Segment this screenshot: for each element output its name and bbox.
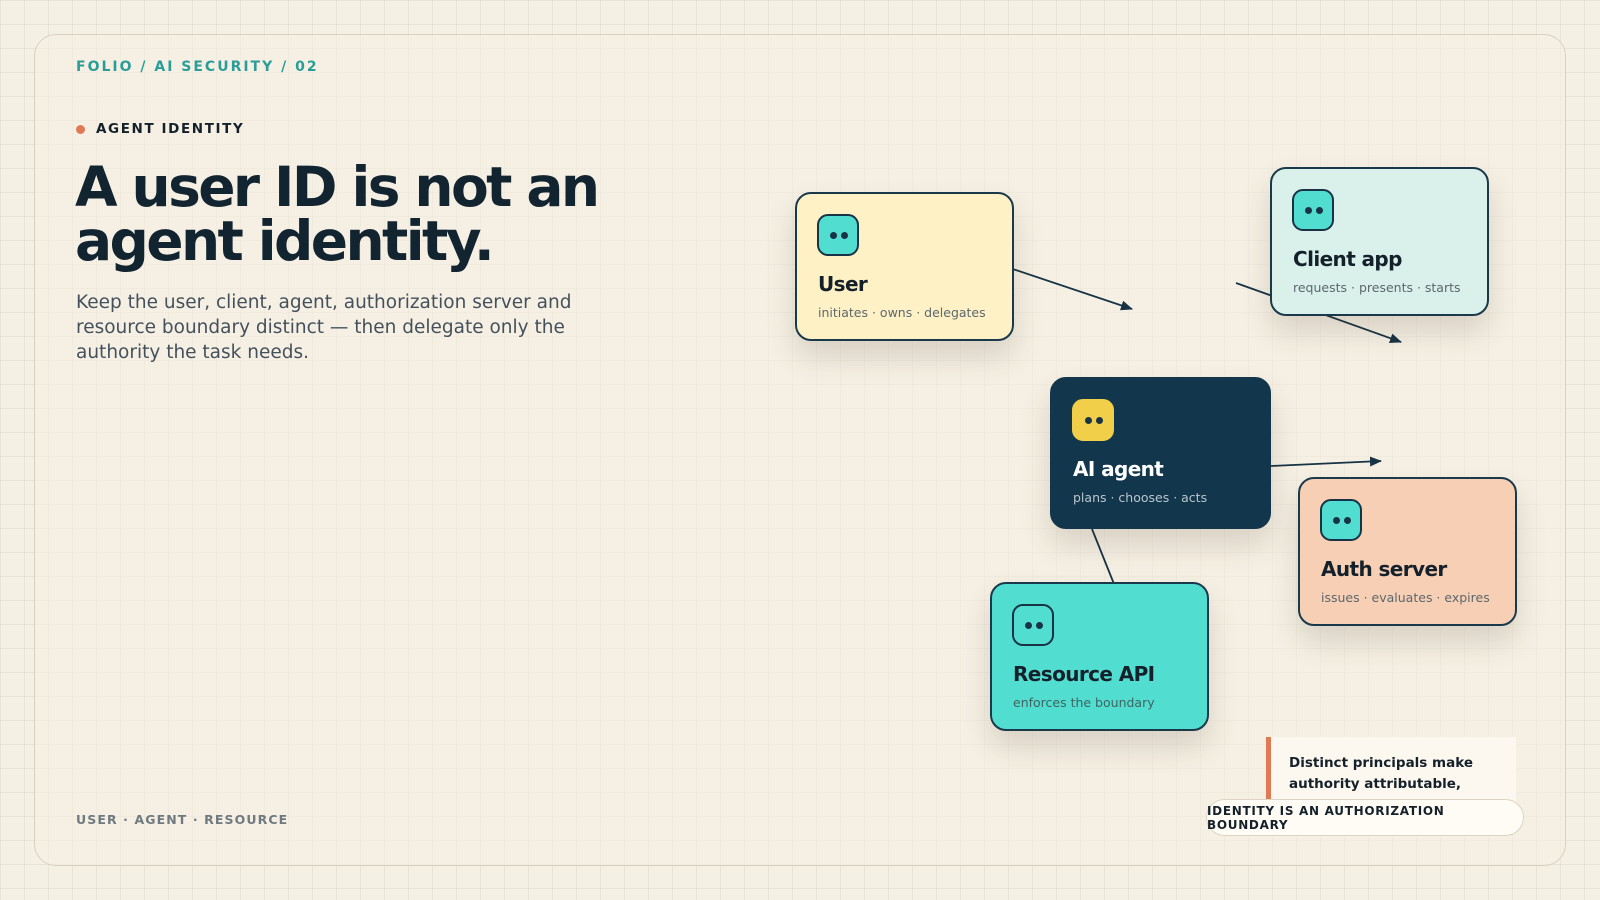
node-user-roles: initiates · owns · delegates	[818, 305, 986, 320]
ai-agent-icon	[1072, 399, 1114, 441]
node-client-app-name: Client app	[1293, 247, 1402, 271]
footer-label: USER · AGENT · RESOURCE	[76, 812, 289, 827]
node-user-name: User	[818, 272, 868, 296]
client-app-icon	[1292, 189, 1334, 231]
folio-label: FOLIO / AI SECURITY / 02	[76, 59, 319, 75]
node-ai-agent-name: AI agent	[1073, 457, 1164, 481]
page-subtitle: Keep the user, client, agent, authorizat…	[76, 292, 572, 363]
node-auth-server-roles: issues · evaluates · expires	[1321, 590, 1490, 605]
node-resource-api: Resource API enforces the boundary	[990, 582, 1209, 731]
node-auth-server-name: Auth server	[1321, 557, 1447, 581]
auth-server-icon	[1320, 499, 1362, 541]
node-client-app-roles: requests · presents · starts	[1293, 280, 1461, 295]
node-client-app: Client app requests · presents · starts	[1270, 167, 1489, 316]
eyebrow-label: AGENT IDENTITY	[96, 121, 245, 137]
node-auth-server: Auth server issues · evaluates · expires	[1298, 477, 1517, 626]
page-title: A user ID is not an agent identity.	[75, 155, 600, 273]
eyebrow-dot	[76, 124, 85, 134]
callout-note: Distinct principals make authority attri…	[1266, 737, 1516, 807]
node-ai-agent-roles: plans · chooses · acts	[1073, 490, 1208, 505]
boundary-pill: IDENTITY IS AN AUTHORIZATION BOUNDARY	[1206, 799, 1524, 836]
node-resource-api-roles: enforces the boundary	[1013, 695, 1155, 710]
node-user: User initiates · owns · delegates	[795, 192, 1014, 341]
eyebrow: AGENT IDENTITY	[76, 121, 244, 137]
user-icon	[817, 214, 859, 256]
arrow-agent-to-auth	[1270, 456, 1382, 467]
node-ai-agent: AI agent plans · chooses · acts	[1050, 377, 1271, 529]
node-resource-api-name: Resource API	[1013, 662, 1155, 686]
resource-api-icon	[1012, 604, 1054, 646]
